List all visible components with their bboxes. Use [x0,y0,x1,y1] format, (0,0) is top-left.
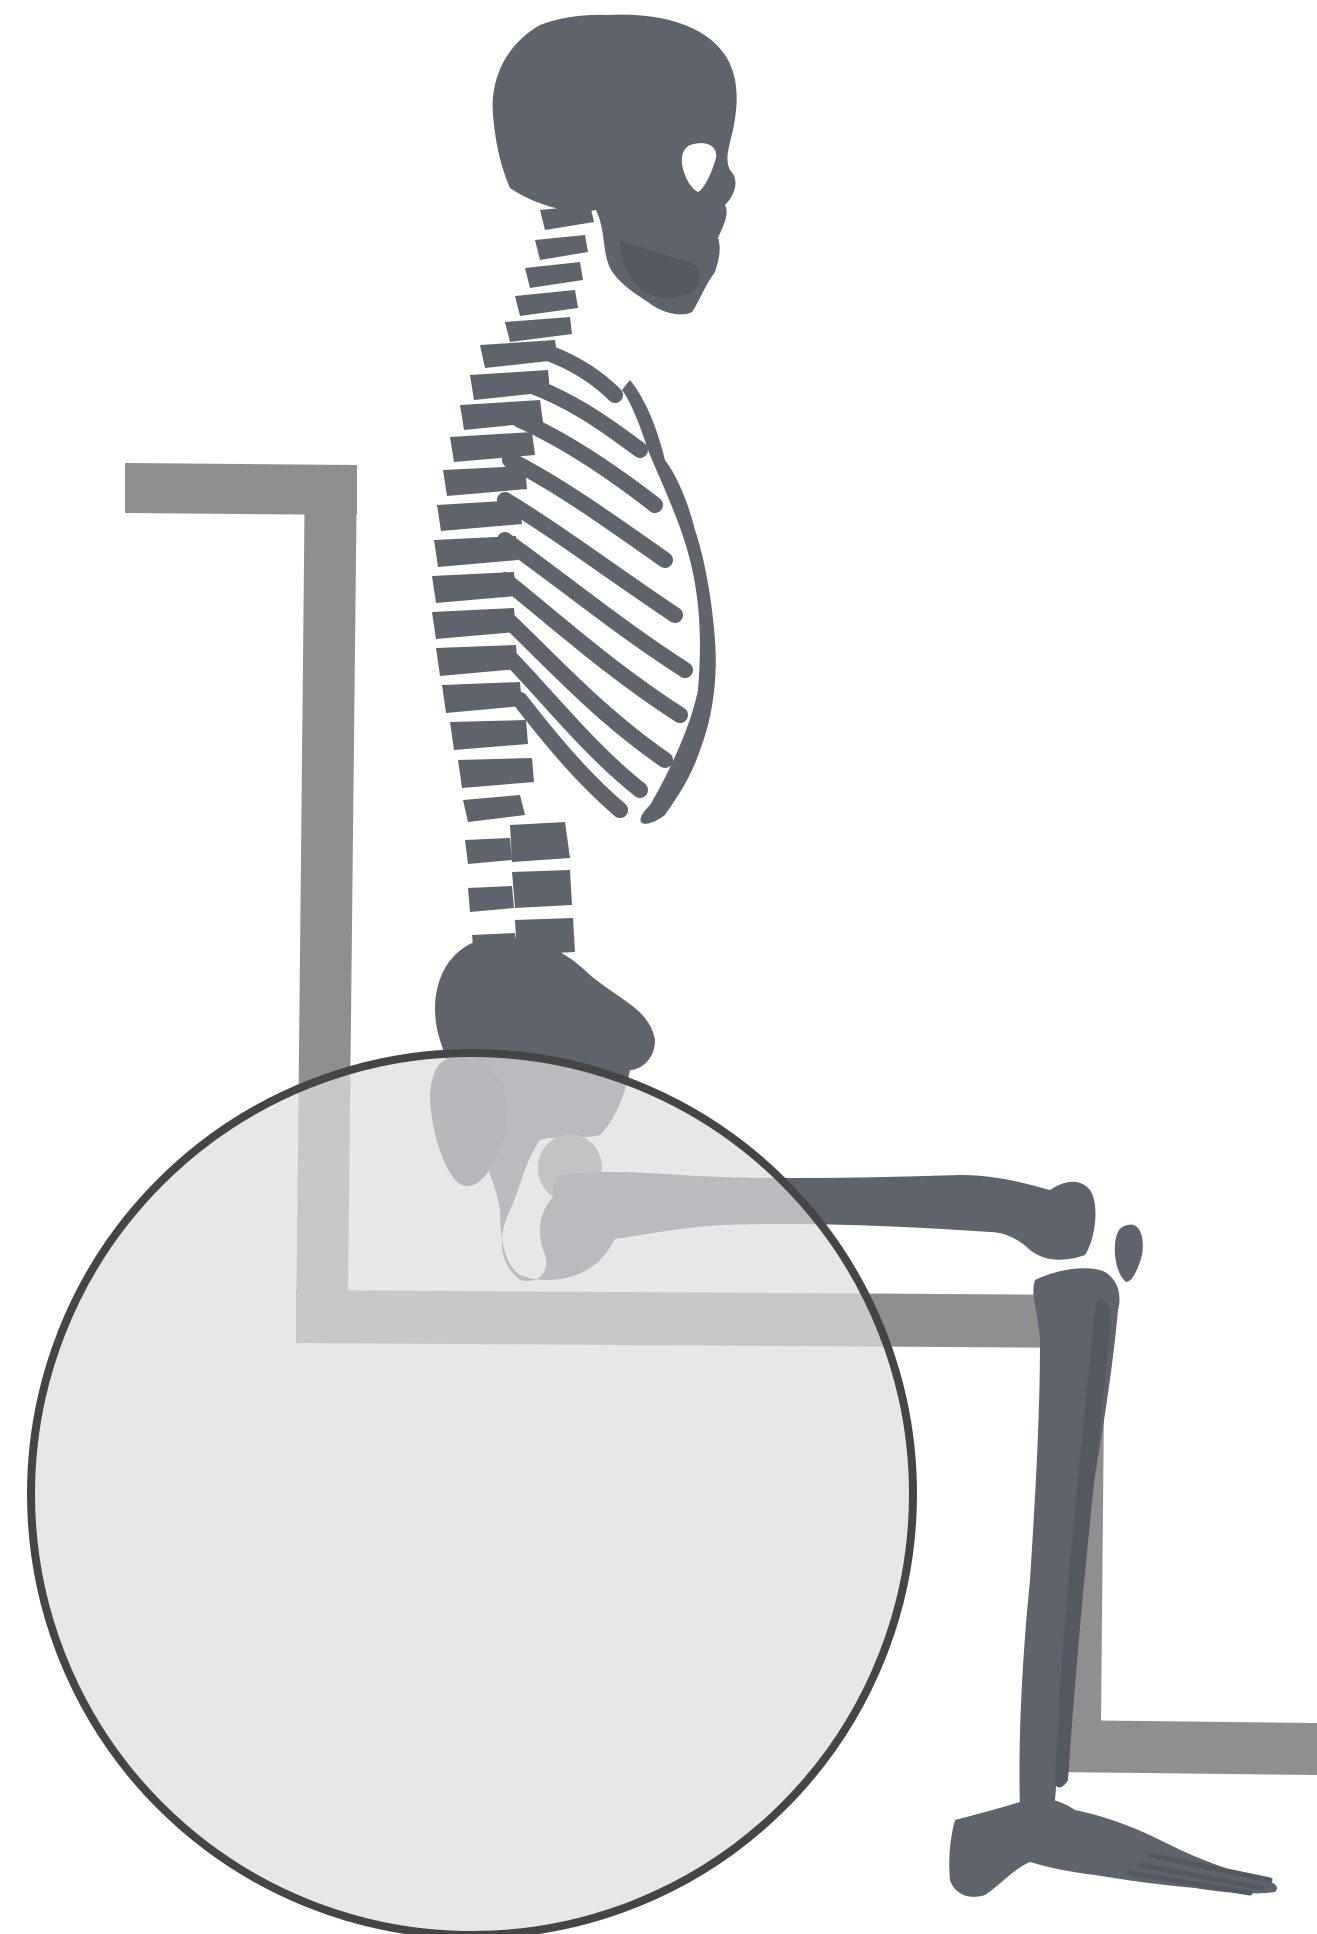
ribs [505,350,685,810]
patella [1115,1225,1143,1282]
wheelchair-wheel [31,1053,913,1934]
footrest-bar [1050,1720,1317,1775]
lumbar-vertebrae [463,795,575,959]
